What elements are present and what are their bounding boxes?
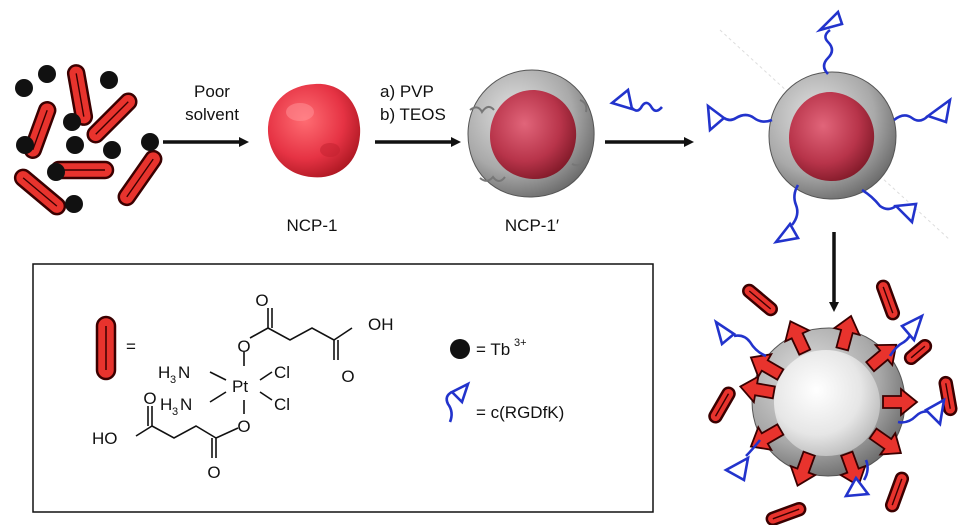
prodrug-rod [66,64,94,126]
prodrug-rod [117,149,163,207]
atom-pt: Pt [232,377,248,396]
rgd-peptide-icon [609,87,663,113]
legend-rgd-text: = c(RGDfK) [476,403,564,422]
tb-dot [141,133,159,151]
atom-n-2: N [180,395,192,414]
released-prodrug-rod [875,279,901,321]
label-ncp1: NCP-1 [286,216,337,235]
atom-o-axial-bottom: O [237,417,250,436]
atom-oh-top: OH [368,315,394,334]
legend-box [32,263,654,513]
tb-dot [103,141,121,159]
legend-tb-dot [450,339,470,359]
release-arrow [784,320,812,356]
legend-tb-text: = Tb [476,340,510,359]
tb-dot [16,136,34,154]
step2-text-pvp: a) PVP [380,82,434,101]
ncp1-prime-particle [467,69,595,198]
label-ncp1-prime: NCP-1′ [505,216,559,235]
atom-n-1: N [178,363,190,382]
atom-cl-1: Cl [274,363,290,382]
ncp1-particle [267,83,361,178]
legend-rgd-icon [445,381,471,423]
prodrug-rod [13,168,67,216]
atom-sub3-1: 3 [170,374,176,386]
prodrug-rod [86,92,138,144]
tb-dot [100,71,118,89]
legend-tb-superscript: 3+ [514,337,527,349]
tb-dot [63,113,81,131]
released-prodrug-rod [742,283,778,317]
drug-release-particle [708,279,958,525]
release-arrow [749,353,785,381]
atom-o-axial-top: O [237,337,250,356]
release-arrow [868,427,903,456]
release-arrows [738,314,919,487]
atom-o-bottom: O [207,463,220,482]
release-arrow [838,450,867,487]
release-arrow [832,314,862,352]
atom-h-1: H [158,363,170,382]
atom-o-acid-bottom: O [143,389,156,408]
released-prodrug-rod [903,338,933,366]
atom-o-top: O [255,291,268,310]
release-arrow [789,450,818,487]
tb-dot [38,65,56,83]
legend-prodrug-equals: = [126,337,136,356]
pt-prodrug-structure [135,308,353,458]
released-prodrugs [708,279,958,525]
prodrug-rod [49,160,115,180]
atom-ho-bottom: HO [92,429,118,448]
release-arrow [882,387,919,417]
atom-h-2: H [160,395,172,414]
prodrug-tb-cluster [13,64,163,216]
tb-dot [66,136,84,154]
legend-prodrug-rod [95,315,117,381]
tb-dot [15,79,33,97]
atom-cl-2: Cl [274,395,290,414]
released-prodrug-rod [884,471,910,513]
released-prodrug-rod [708,386,736,424]
release-arrow [738,374,776,405]
atom-sub3-2: 3 [172,406,178,418]
step1-text-poor: Poor [194,82,230,101]
step2-text-teos: b) TEOS [380,105,446,124]
tb-dot [65,195,83,213]
release-arrow [749,423,785,451]
tb-dot [47,163,65,181]
atom-o-acid-top: O [341,367,354,386]
step1-text-solvent: solvent [185,105,239,124]
rgd-functionalized-particle [706,9,952,244]
release-arrow [865,343,898,373]
released-prodrug-rod [765,501,807,525]
